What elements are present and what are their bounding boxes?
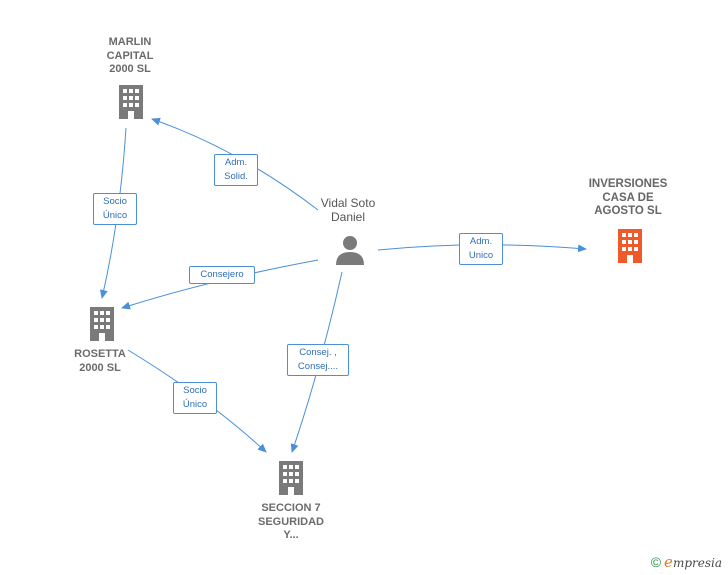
building-icon-marlin[interactable] — [116, 85, 146, 119]
edge-label-adm-solid[interactable]: Adm. Solid. — [214, 154, 258, 186]
node-label-line: CASA DE — [602, 191, 654, 204]
edge-label-line: Unico — [468, 250, 494, 261]
node-label-seccion[interactable]: SECCION 7 SEGURIDAD Y... — [246, 502, 336, 543]
footer-brand: © empresia — [651, 553, 722, 571]
building-icon-inversiones[interactable] — [615, 229, 645, 263]
node-label-inversiones[interactable]: INVERSIONES CASA DE AGOSTO SL — [578, 178, 678, 219]
edge-label-line: Solid. — [224, 171, 248, 182]
node-label-line: 2000 SL — [109, 63, 151, 75]
brand-rest: mpresia — [672, 556, 722, 570]
node-label-line: Vidal Soto — [320, 196, 376, 210]
edge-label-line: Único — [182, 399, 208, 410]
node-label-line: ROSETTA — [74, 348, 126, 360]
copyright-icon: © — [650, 554, 662, 570]
node-label-line: INVERSIONES — [588, 178, 668, 190]
edge-label-line: Consejero — [200, 269, 244, 280]
edge-label-adm-unico[interactable]: Adm. Unico — [459, 233, 503, 265]
edge-label-line: Socio — [103, 196, 127, 207]
node-label-vidal[interactable]: Vidal Soto Daniel — [308, 196, 388, 224]
edge-label-line: Único — [102, 210, 128, 221]
node-label-line: Daniel — [330, 210, 366, 224]
node-label-line: MARLIN — [108, 36, 152, 48]
node-label-line: Y... — [283, 529, 299, 541]
edge-label-line: Adm. — [469, 236, 493, 247]
person-icon-vidal[interactable] — [334, 234, 366, 266]
edge-label-consej[interactable]: Consej. , Consej.... — [287, 344, 349, 376]
node-label-line: 2000 SL — [79, 361, 121, 374]
node-label-line: SEGURIDAD — [257, 515, 324, 528]
node-label-line: SECCION 7 — [261, 502, 321, 514]
edge-label-line: Socio — [183, 385, 207, 396]
building-icon-seccion[interactable] — [276, 461, 306, 495]
building-icon-rosetta[interactable] — [87, 307, 117, 341]
edge-label-line: Consej. , — [299, 347, 337, 358]
node-label-marlin[interactable]: MARLIN CAPITAL 2000 SL — [90, 36, 170, 77]
edge-label-line: Adm. — [224, 157, 248, 168]
brand-logo[interactable]: empresia — [664, 553, 722, 571]
edge-label-socio-unico-1[interactable]: Socio Único — [93, 193, 137, 225]
edge-label-line: Consej.... — [297, 361, 339, 372]
node-label-line: CAPITAL — [106, 49, 154, 62]
edge-label-socio-unico-2[interactable]: Socio Único — [173, 382, 217, 414]
brand-initial: e — [664, 553, 673, 571]
node-label-rosetta[interactable]: ROSETTA 2000 SL — [60, 348, 140, 375]
node-label-line: AGOSTO SL — [594, 205, 662, 217]
edge-label-consejero[interactable]: Consejero — [189, 266, 255, 284]
